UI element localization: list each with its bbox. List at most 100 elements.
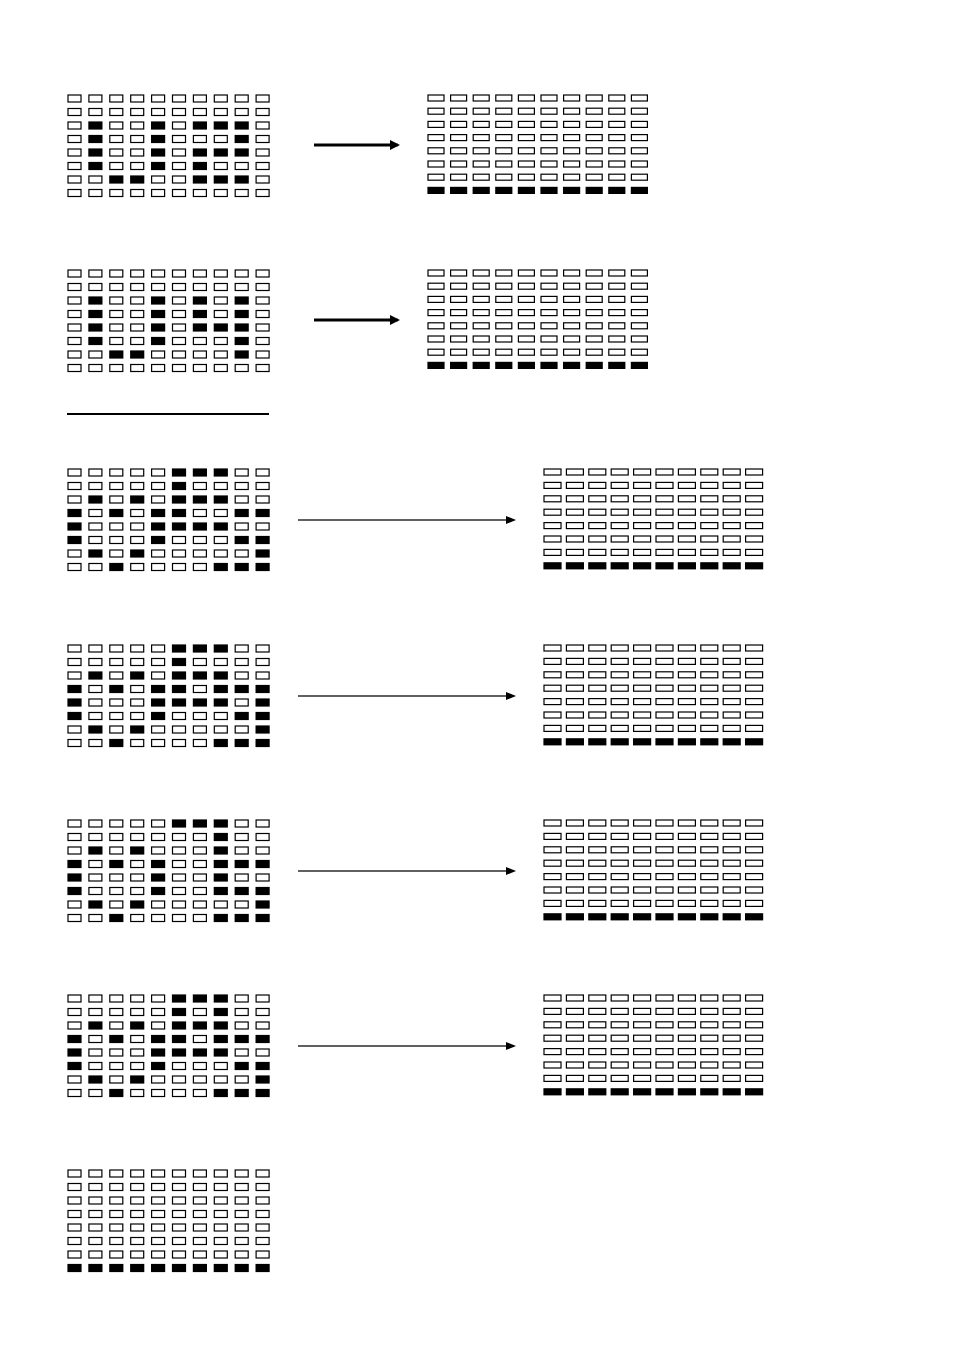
grid-cell-empty xyxy=(256,483,269,490)
grid-cell-filled xyxy=(68,523,81,530)
grid-cell-filled xyxy=(701,914,718,920)
grid-cell-empty xyxy=(173,190,186,197)
grid-cell-empty xyxy=(68,1184,81,1191)
grid-cell-empty xyxy=(656,699,673,705)
grid-cell-empty xyxy=(214,1170,227,1177)
grid-cell-empty xyxy=(746,1062,763,1068)
grid-cell-empty xyxy=(193,901,206,908)
grid-cell-empty xyxy=(723,685,740,691)
grid-cell-empty xyxy=(89,1197,102,1204)
grid-cell-empty xyxy=(256,163,269,170)
grid-cell-empty xyxy=(634,699,651,705)
grid-cell-filled xyxy=(110,564,123,571)
grid-cell-empty xyxy=(214,297,227,304)
grid-cell-filled xyxy=(541,362,557,368)
grid-cell-empty xyxy=(214,726,227,733)
grid-cell-empty xyxy=(68,659,81,666)
grid-cell-empty xyxy=(235,659,248,666)
grid-cell-empty xyxy=(235,483,248,490)
grid-cell-empty xyxy=(656,820,673,826)
grid-cell-empty xyxy=(235,1251,248,1258)
grid-cell-empty xyxy=(634,658,651,664)
grid-cell-filled xyxy=(152,1265,165,1272)
grid-cell-filled xyxy=(152,523,165,530)
grid-cell-empty xyxy=(89,1036,102,1043)
grid-cell-empty xyxy=(746,672,763,678)
grid-cell-empty xyxy=(496,135,512,141)
grid-cell-filled xyxy=(152,1063,165,1070)
grid-cell-filled xyxy=(235,351,248,358)
grid-cell-empty xyxy=(89,699,102,706)
grid-cell-empty xyxy=(611,699,628,705)
grid-cell-empty xyxy=(131,109,144,116)
grid-cell-filled xyxy=(110,176,123,183)
grid-cell-empty xyxy=(193,847,206,854)
grid-cell-empty xyxy=(68,136,81,143)
grid-cell-filled xyxy=(68,699,81,706)
grid-cell-filled xyxy=(235,888,248,895)
grid-cell-empty xyxy=(634,549,651,555)
grid-cell-empty xyxy=(152,95,165,102)
grid-cell-empty xyxy=(193,915,206,922)
grid-cell-empty xyxy=(428,95,444,101)
grid-cell-empty xyxy=(566,1035,583,1041)
grid-cell-empty xyxy=(68,740,81,747)
grid-cell-filled xyxy=(89,136,102,143)
grid-cell-empty xyxy=(152,1238,165,1245)
grid-cell-empty xyxy=(451,95,467,101)
grid-cell-empty xyxy=(235,901,248,908)
grid-cell-empty xyxy=(214,901,227,908)
grid-cell-filled xyxy=(214,686,227,693)
grid-cell-empty xyxy=(678,1049,695,1055)
grid-cell-empty xyxy=(152,1184,165,1191)
grid-cell-filled xyxy=(589,739,606,745)
grid-cell-empty xyxy=(235,820,248,827)
grid-cell-empty xyxy=(656,685,673,691)
grid-cell-filled xyxy=(214,834,227,841)
grid-cell-empty xyxy=(152,496,165,503)
grid-cell-empty xyxy=(152,176,165,183)
grid-cell-empty xyxy=(586,349,602,355)
grid-cell-empty xyxy=(256,496,269,503)
grid-cell-empty xyxy=(746,1049,763,1055)
grid-cell-filled xyxy=(214,1090,227,1097)
grid-cell-empty xyxy=(193,95,206,102)
grid-cell-empty xyxy=(131,1251,144,1258)
grid-cell-empty xyxy=(518,135,534,141)
grid-cell-filled xyxy=(256,1076,269,1083)
grid-cell-empty xyxy=(566,820,583,826)
grid-cell-empty xyxy=(678,496,695,502)
grid-cell-filled xyxy=(214,149,227,156)
grid-cell-empty xyxy=(678,900,695,906)
grid-cell-empty xyxy=(193,136,206,143)
grid-cell-filled xyxy=(678,1089,695,1095)
grid-cell-empty xyxy=(256,297,269,304)
grid-cell-empty xyxy=(68,672,81,679)
grid-cell-empty xyxy=(235,1049,248,1056)
grid-cell-filled xyxy=(428,362,444,368)
grid-cell-empty xyxy=(110,483,123,490)
grid-cell-empty xyxy=(256,672,269,679)
grid-cell-filled xyxy=(89,496,102,503)
grid-cell-filled xyxy=(131,1022,144,1029)
grid-cell-filled xyxy=(214,915,227,922)
grid-cell-empty xyxy=(428,283,444,289)
grid-cell-empty xyxy=(131,820,144,827)
grid-cell-empty xyxy=(473,283,489,289)
grid-cell-empty xyxy=(566,549,583,555)
grid-cell-empty xyxy=(701,860,718,866)
grid-cell-empty xyxy=(110,270,123,277)
grid-cell-empty xyxy=(701,712,718,718)
grid-cell-empty xyxy=(256,190,269,197)
grid-cell-empty xyxy=(678,536,695,542)
grid-cell-filled xyxy=(214,699,227,706)
grid-cell-empty xyxy=(89,95,102,102)
grid-cell-empty xyxy=(110,284,123,291)
grid-cell-empty xyxy=(634,469,651,475)
grid-cell-empty xyxy=(256,469,269,476)
grid-cell-filled xyxy=(89,1076,102,1083)
grid-cell-filled xyxy=(256,1090,269,1097)
grid-cell-empty xyxy=(110,672,123,679)
grid-cell-empty xyxy=(110,136,123,143)
grid-cell-empty xyxy=(152,1009,165,1016)
